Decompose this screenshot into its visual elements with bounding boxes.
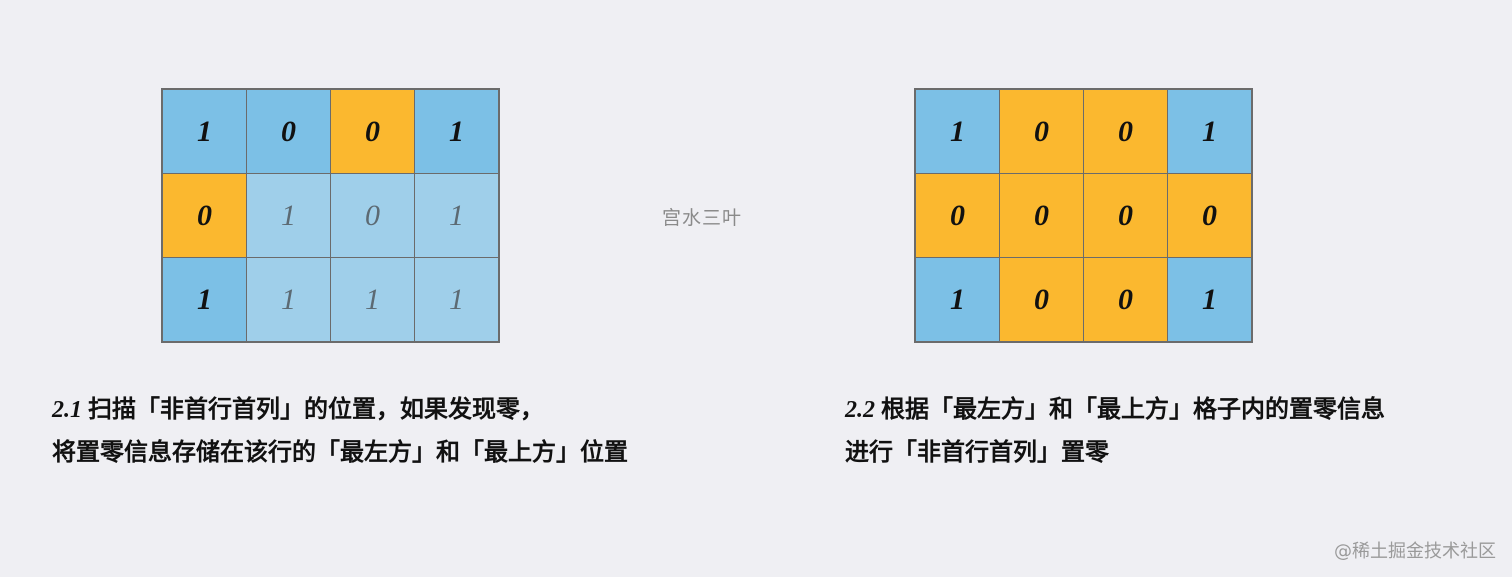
- grid-cell: 0: [331, 174, 414, 257]
- grid-cell: 1: [415, 174, 498, 257]
- caption-left-text1: 扫描「非首行首列」的位置，如果发现零，: [88, 394, 544, 423]
- grid-cell: 0: [163, 174, 246, 257]
- caption-right-text1: 根据「最左方」和「最上方」格子内的置零信息: [881, 394, 1385, 423]
- grid-cell: 1: [415, 258, 498, 341]
- grid-cell: 1: [916, 90, 999, 173]
- watermark: @稀土掘金技术社区: [1334, 541, 1496, 562]
- grid-cell: 1: [247, 258, 330, 341]
- grid-cell: 0: [1168, 174, 1251, 257]
- grid-cell: 0: [1000, 174, 1083, 257]
- grid-cell: 0: [1084, 258, 1167, 341]
- caption-left-number: 2.1: [52, 397, 82, 423]
- grid-cell: 0: [1000, 258, 1083, 341]
- grid-cell: 1: [916, 258, 999, 341]
- grid-cell: 1: [331, 258, 414, 341]
- grid-cell: 1: [163, 90, 246, 173]
- grid-cell: 0: [331, 90, 414, 173]
- grid-cell: 0: [1084, 90, 1167, 173]
- caption-right-number: 2.2: [845, 397, 875, 423]
- caption-left-line2: 将置零信息存储在该行的「最左方」和「最上方」位置: [52, 437, 628, 466]
- grid-cell: 0: [916, 174, 999, 257]
- grid-cell: 1: [1168, 258, 1251, 341]
- grid-cell: 1: [1168, 90, 1251, 173]
- center-label: 宫水三叶: [662, 207, 743, 229]
- grid-cell: 1: [247, 174, 330, 257]
- caption-right-line2: 进行「非首行首列」置零: [845, 437, 1109, 466]
- grid-cell: 0: [1084, 174, 1167, 257]
- grid-cell: 1: [163, 258, 246, 341]
- grid-cell: 0: [1000, 90, 1083, 173]
- grid-cell: 1: [415, 90, 498, 173]
- grid-cell: 0: [247, 90, 330, 173]
